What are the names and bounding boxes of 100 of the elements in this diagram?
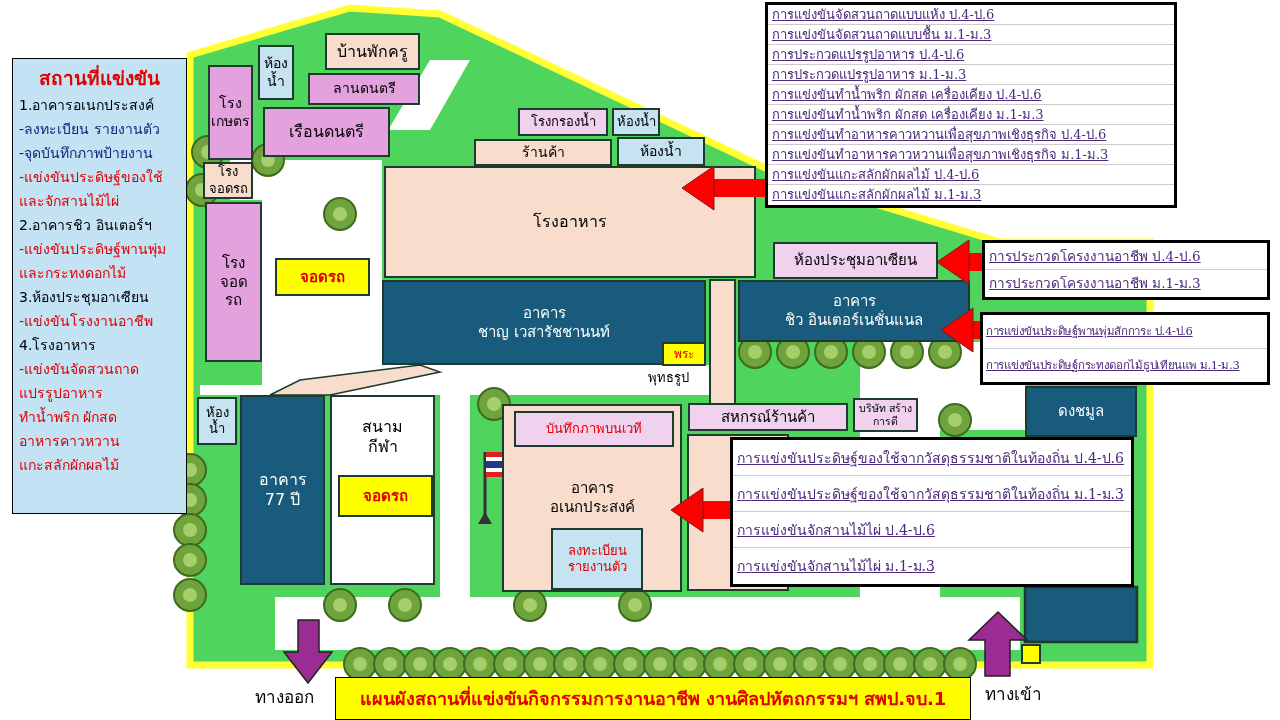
building-label: ห้องน้ำ	[204, 404, 230, 438]
competition-link: การประกวดโครงงานอาชีพ ม.1-ม.3	[989, 275, 1201, 291]
panel-line: -แข่งขันจัดสวนถาด	[19, 360, 140, 379]
competition-link: การแข่งขันจัดสวนถาดแบบแห้ง ป.4-ป.6	[772, 7, 995, 22]
building-label: ห้องน้ำ	[640, 142, 682, 161]
competition-link: การแข่งขันทำน้ำพริก ผักสด เครื่องเคียง ป.4-ป.6	[772, 87, 1042, 102]
competition-link: การแข่งขันแกะสลักผักผลไม้ ม.1-ม.3	[772, 187, 982, 202]
building-box	[263, 107, 390, 157]
building-box	[1025, 386, 1137, 437]
title-banner: แผนผังสถานที่แข่งขันกิจกรรมการงานอาชีพ งานศิลปหัตถกรรมฯ สพป.จบ.1	[335, 677, 971, 720]
building-label: พระ	[674, 346, 694, 362]
panel-line: 3.ห้องประชุมอาเซียน	[19, 288, 150, 308]
building-box	[384, 166, 756, 278]
competition-link: การแข่งขันแกะสลักผักผลไม้ ป.4-ป.6	[772, 167, 980, 182]
building-label: สหกรณ์ร้านค้า	[721, 407, 815, 427]
building-label: โรงจอดรถ	[208, 164, 248, 197]
exit-label: ทางเข้า	[985, 683, 1042, 706]
panel-line: -แข่งขันประดิษฐ์ของใช้และจักสานไม้ไผ่	[19, 168, 165, 211]
building-box	[688, 403, 848, 431]
building-box	[325, 33, 420, 70]
panel-line: แกะสลักผักผลไม้	[19, 456, 119, 475]
building-box	[502, 404, 682, 592]
parking-sign	[275, 258, 370, 296]
competition-link: การแข่งขันประดิษฐ์ของใช้จากวัสดุธรรมชาติในท้องถิ่น ป.4-ป.6	[737, 450, 1124, 466]
building-caption: พุทธรูป	[648, 369, 689, 388]
building-label: ร้านค้า	[521, 143, 565, 162]
competition-link: การประกวดแปรรูปอาหาร ป.4-ป.6	[772, 47, 965, 62]
competition-link: การประกวดโครงงานอาชีพ ป.4-ป.6	[989, 248, 1201, 264]
info-panel	[12, 58, 187, 514]
building-label: สนามกีฬา	[361, 417, 404, 457]
competition-link: การแข่งขันจักสานไม้ไผ่ ป.4-ป.6	[737, 522, 935, 538]
competition-link: การแข่งขันประดิษฐ์ของใช้จากวัสดุธรรมชาติในท้องถิ่น ม.1-ม.3	[737, 486, 1124, 502]
building-box	[205, 202, 262, 362]
arrow	[670, 487, 730, 533]
building-label: โรงอาหาร	[533, 212, 607, 232]
registration-box	[551, 528, 643, 590]
panel-line: อาหารคาวหวาน	[19, 432, 120, 451]
building-box	[518, 108, 608, 136]
panel-line: -แข่งขันประดิษฐ์พานพุ่มและกระทงดอกไม้	[19, 240, 168, 283]
competition-link: การแข่งขันทำน้ำพริก ผักสด เครื่องเคียง ม.1-ม.3	[772, 107, 1044, 122]
building-label: อาคาร	[522, 303, 566, 323]
panel-line: แปรรูปอาหาร	[19, 384, 103, 404]
callout-table	[730, 437, 1134, 587]
competition-link: การแข่งขันทำอาหารคาวหวานเพื่อสุขภาพเชิงธุรกิจ ม.1-ม.3	[772, 147, 1109, 162]
building-box	[617, 137, 705, 166]
callout-table	[765, 2, 1177, 208]
competition-link: การแข่งขันทำอาหารคาวหวานเพื่อสุขภาพเชิงธุรกิจ ป.4-ป.6	[772, 127, 1107, 142]
statue-sign	[662, 342, 706, 366]
building-label: บ้านพักครู	[337, 41, 408, 62]
building-label: อาคาร	[832, 292, 876, 311]
competition-link: การแข่งขันประดิษฐ์กระทงดอกไม้ธูปเทียนแพ ม.1-ม.3	[986, 357, 1240, 372]
competition-link: การแข่งขันประดิษฐ์พานพุ่มสักการะ ป.4-ป.6	[986, 324, 1193, 338]
arrow	[936, 239, 982, 285]
building-label: เรือนดนตรี	[289, 122, 364, 142]
building-label: ลงทะเบียน รายงานตัว	[566, 542, 628, 576]
panel-line: 1.อาคารอเนกประสงค์	[19, 96, 155, 115]
building-box	[258, 45, 294, 100]
panel-line: -แข่งขันโรงงานอาชีพ	[19, 312, 154, 331]
competition-link: การแข่งขันจักสานไม้ไผ่ ม.1-ม.3	[737, 558, 935, 574]
building-label: โรงกรองน้ำ	[530, 113, 596, 131]
panel-heading: สถานที่แข่งขัน	[39, 64, 160, 91]
building-label: ห้องประชุมอาเซียน	[794, 251, 917, 270]
building-label: บริษัท สร้างการดี	[857, 401, 914, 429]
callout-table	[980, 312, 1270, 385]
building-label: ชาญ เวสารัชชานนท์	[478, 322, 610, 342]
exit-label: ทางออก	[255, 686, 314, 709]
panel-line: 4.โรงอาหาร	[19, 336, 97, 355]
building-label: จอดรถ	[300, 267, 345, 287]
building-label: ห้องน้ำ	[616, 113, 656, 131]
sports-field	[330, 395, 435, 585]
competition-link: การประกวดแปรรูปอาหาร ม.1-ม.3	[772, 67, 967, 82]
building-label: 77 ปี	[264, 490, 301, 510]
building-box	[738, 280, 970, 342]
building-label: อเนกประสงค์	[549, 498, 635, 517]
building-box	[197, 397, 237, 445]
panel-line: ทำน้ำพริก ผักสด	[19, 406, 118, 427]
building-label: บันทึกภาพบนเวที	[546, 420, 642, 438]
building-label: ห้องน้ำ	[263, 55, 289, 90]
building-box	[240, 395, 325, 585]
arrow	[940, 307, 980, 353]
building-label: อาคาร	[258, 470, 307, 490]
building-label: โรงจอดรถ	[218, 253, 249, 311]
callout-table	[982, 240, 1270, 300]
panel-line: 2.อาคารชิว อินเตอร์ฯ	[19, 216, 152, 235]
building-label: จอดรถ	[363, 486, 408, 506]
building-label: โรงเกษตร	[210, 95, 251, 130]
panel-line: -จุดบันทึกภาพป้ายงาน	[19, 144, 154, 164]
building-label: อาคาร	[570, 479, 614, 498]
competition-link: การแข่งขันจัดสวนถาดแบบชื้น ม.1-ม.3	[772, 27, 992, 42]
arrow	[681, 165, 765, 211]
panel-line: -ลงทะเบียน รายงานตัว	[19, 120, 160, 139]
building-label: ดงชมูล	[1058, 402, 1104, 421]
building-box	[208, 65, 253, 160]
building-box	[612, 108, 660, 136]
building-box	[308, 73, 420, 105]
building-box	[773, 242, 938, 279]
building-label: ลานดนตรี	[332, 80, 396, 98]
building-box	[474, 139, 612, 166]
building-label: ชิว อินเตอร์เนชั่นแนล	[785, 311, 923, 330]
photo-point-box	[514, 411, 674, 447]
